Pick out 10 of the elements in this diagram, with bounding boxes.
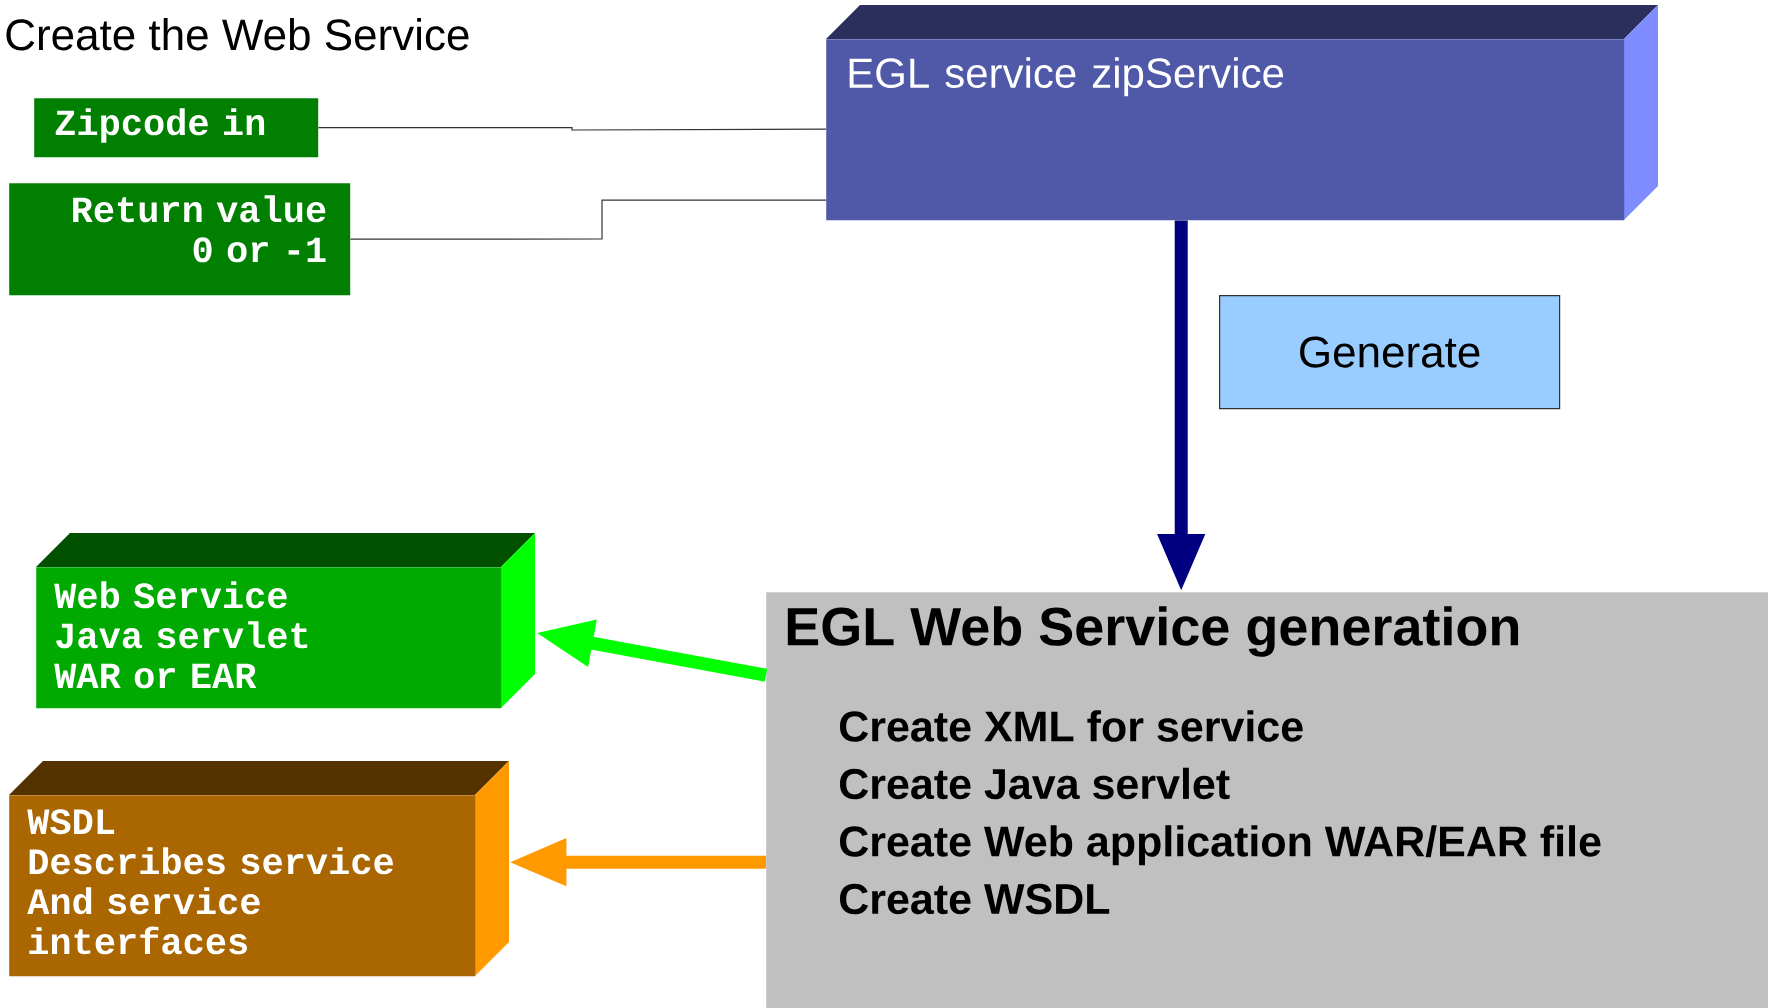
title: Create the Web Service [6, 18, 469, 51]
output-block: Web Service Java servlet WAR or EAR [36, 533, 535, 709]
parameter-box: Zipcode in [34, 98, 319, 158]
parameter-box: Return value 0 or -1 [9, 183, 351, 296]
service-block: EGL service zipService [826, 5, 1658, 221]
output-block: WSDL Describes service And service interfaces [9, 761, 509, 977]
generation-panel: EGL Web Service generation Create XML for service Create Java servlet Create Web application WAR/EAR file Create WSDL [766, 592, 1768, 1008]
process-box: Generate [1219, 295, 1561, 410]
connector-line [349, 199, 827, 240]
connector-line [317, 126, 827, 131]
